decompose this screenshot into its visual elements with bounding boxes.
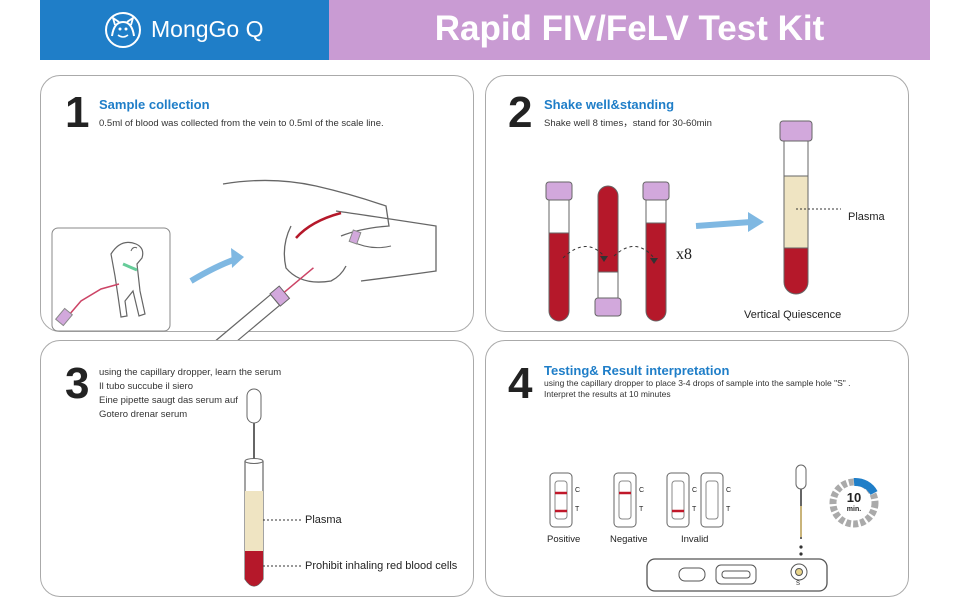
sample-hole-mark: S [796, 581, 801, 587]
quiescence-label: Vertical Quiescence [744, 309, 842, 321]
step-1-panel: 1 Sample collection 0.5ml of blood was c… [40, 75, 474, 358]
control-mark: C [639, 487, 645, 494]
step-line: Il tubo succube il siero [99, 381, 193, 392]
brand-name: MongGo Q [151, 16, 264, 42]
step-line: Eine pipette saugt das serum auf [99, 395, 238, 406]
plasma-label: Plasma [305, 514, 342, 526]
header: MongGo Q Rapid FIV/FeLV Test Kit [40, 0, 930, 60]
step-description: 0.5ml of blood was collected from the ve… [99, 118, 384, 129]
test-mark: T [575, 506, 580, 513]
logo-icon [105, 12, 141, 48]
step-number: 2 [508, 88, 533, 137]
result-label-invalid: Invalid [681, 534, 709, 545]
step-description: using the capillary dropper to place 3-4… [544, 378, 851, 388]
step-number: 3 [65, 359, 90, 408]
control-mark: C [726, 487, 732, 494]
timer-value: 10 [846, 490, 862, 505]
step-description: Interpret the results at 10 minutes [544, 389, 671, 399]
step-line: Gotero drenar serum [99, 409, 188, 420]
rbc-warning-label: Prohibit inhaling red blood cells [305, 560, 458, 572]
dropper-illustration [244, 388, 303, 587]
result-illustration [549, 464, 879, 592]
shake-count: x8 [676, 246, 692, 263]
timer-unit: min. [846, 506, 862, 513]
control-mark: C [692, 487, 698, 494]
page-title: Rapid FIV/FeLV Test Kit [434, 9, 825, 48]
test-mark: T [726, 506, 731, 513]
step-line: using the capillary dropper, learn the s… [99, 367, 282, 378]
sample-collection-illustration [51, 179, 437, 358]
brand-bar: MongGo Q [40, 0, 329, 60]
test-mark: T [692, 506, 697, 513]
step-3-panel: 3 using the capillary dropper, learn the… [40, 340, 474, 597]
step-2-panel: 2 Shake well&standing Shake well 8 times… [485, 75, 909, 332]
control-mark: C [575, 487, 581, 494]
step-number: 1 [65, 88, 90, 137]
test-mark: T [639, 506, 644, 513]
step-title: Sample collection [99, 97, 210, 112]
title-bar: Rapid FIV/FeLV Test Kit [329, 0, 930, 60]
step-number: 4 [508, 359, 533, 408]
shake-illustration [545, 120, 841, 322]
step-4-panel: 4 Testing& Result interpretation using t… [485, 340, 909, 597]
result-label-negative: Negative [610, 534, 648, 545]
plasma-label: Plasma [848, 211, 885, 223]
step-title: Shake well&standing [544, 97, 675, 112]
step-description: Shake well 8 times，stand for 30-60min [544, 118, 712, 129]
result-label-positive: Positive [547, 534, 581, 545]
step-title: Testing& Result interpretation [544, 363, 730, 378]
